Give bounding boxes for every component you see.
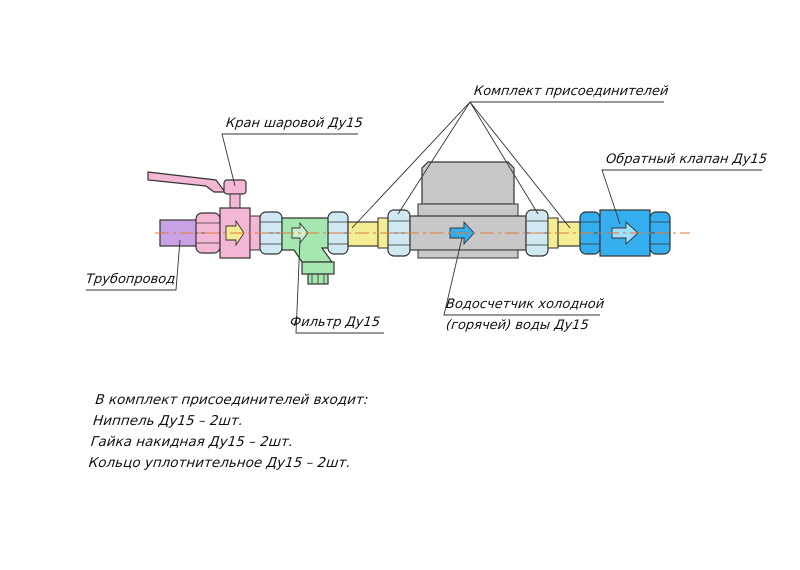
note-item: Гайка накидная Ду15 – 2шт. [90, 434, 295, 450]
water-meter [409, 161, 527, 259]
check-valve-label: Обратный клапан Ду15 [605, 152, 768, 167]
kit-contents-note: В комплект присоединителей входит: Ниппе… [88, 390, 370, 474]
note-title: В комплект присоединителей входит: [94, 392, 370, 408]
connector-kit-label: Комплект присоединителей [473, 84, 670, 99]
ball-valve-label: Кран шаровой Ду15 [225, 116, 364, 131]
water-meter-label-line1: Водосчетчик холодной [445, 297, 605, 312]
filter [281, 211, 349, 285]
leader-lines [86, 101, 762, 334]
filter-label: Фильтр Ду15 [289, 315, 381, 330]
water-meter-label-line2: (горячей) воды Ду15 [445, 318, 590, 333]
note-item: Кольцо уплотнительное Ду15 – 2шт. [87, 455, 352, 471]
note-item: Ниппель Ду15 – 2шт. [92, 413, 244, 429]
pipeline-label: Трубопровод [85, 272, 177, 287]
